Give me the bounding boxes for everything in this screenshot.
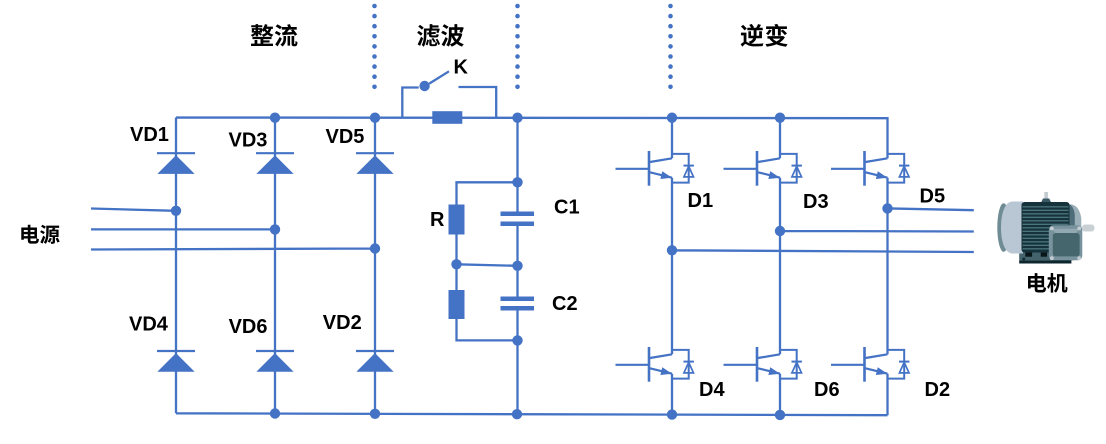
svg-text:D6: D6 <box>814 379 840 401</box>
svg-text:C1: C1 <box>554 197 580 219</box>
svg-text:VD6: VD6 <box>229 316 268 338</box>
svg-text:VD4: VD4 <box>129 314 169 336</box>
svg-text:D2: D2 <box>925 379 951 401</box>
svg-text:K: K <box>454 57 469 79</box>
svg-text:VD2: VD2 <box>323 312 362 334</box>
svg-text:R: R <box>430 209 445 231</box>
svg-text:D4: D4 <box>699 379 725 401</box>
svg-text:D5: D5 <box>920 186 946 208</box>
svg-text:C2: C2 <box>552 293 578 315</box>
svg-text:D3: D3 <box>803 191 829 213</box>
svg-text:D1: D1 <box>688 190 714 212</box>
svg-text:VD5: VD5 <box>326 126 365 148</box>
svg-text:VD1: VD1 <box>130 124 169 146</box>
svg-text:VD3: VD3 <box>229 130 268 152</box>
